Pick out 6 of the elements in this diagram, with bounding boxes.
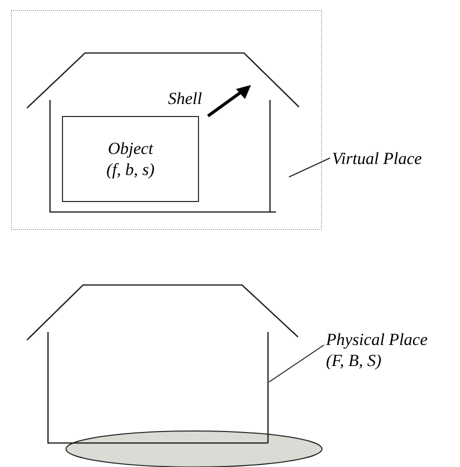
- place-label: Physical Place (F, B, S): [326, 329, 436, 371]
- leader-line: [288, 158, 330, 178]
- leader-line: [268, 344, 324, 382]
- shell-label: Shell: [168, 89, 202, 109]
- object-box: Object (f, b, s): [62, 116, 199, 202]
- place-label: Virtual Place: [332, 148, 432, 169]
